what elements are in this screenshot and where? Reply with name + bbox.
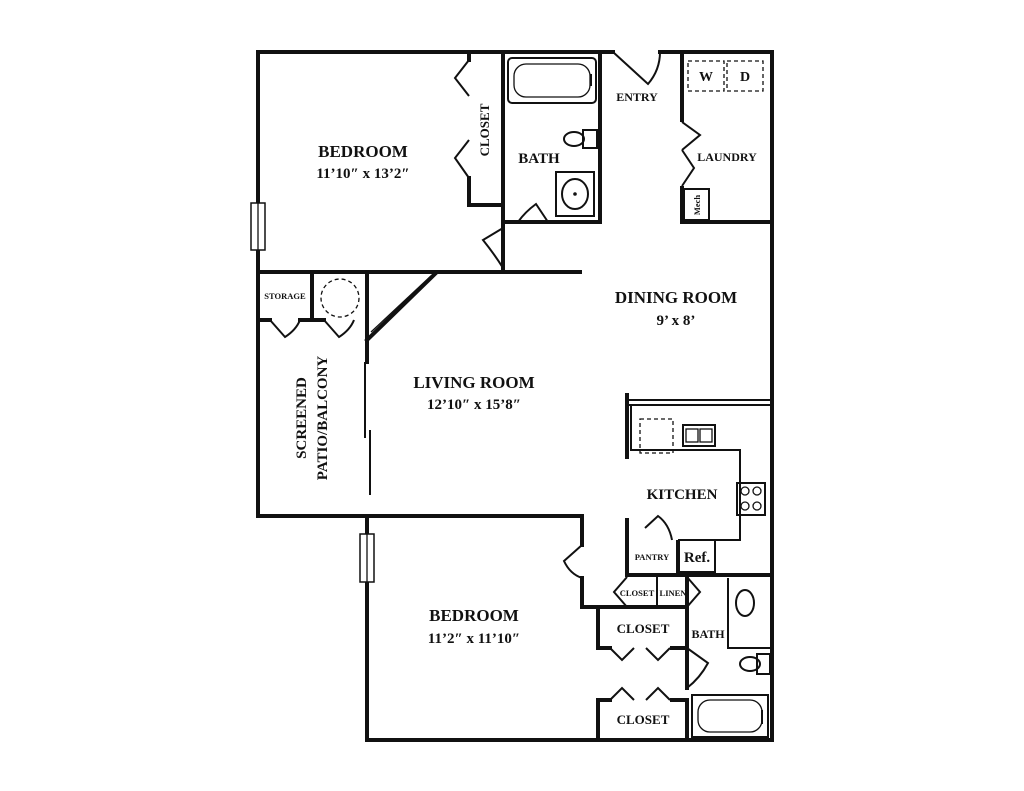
washer-label: W bbox=[699, 70, 713, 85]
entry-door bbox=[612, 51, 661, 86]
closet2-label: CLOSET bbox=[617, 621, 670, 636]
windows bbox=[250, 202, 375, 583]
closet3-label: CLOSET bbox=[617, 712, 670, 727]
closet-small-label: CLOSET bbox=[620, 588, 655, 598]
bedroom2-name: BEDROOM bbox=[429, 606, 519, 625]
mech-label: Mech bbox=[692, 195, 702, 216]
dining-dims: 9’ x 8’ bbox=[657, 313, 696, 329]
storage-label: STORAGE bbox=[264, 291, 306, 301]
dining-name: DINING ROOM bbox=[615, 288, 737, 307]
kitchen-label: KITCHEN bbox=[647, 487, 718, 503]
closet1-doors bbox=[453, 59, 470, 179]
kitchen-walls bbox=[625, 393, 774, 577]
pantry-label: PANTRY bbox=[635, 552, 670, 562]
dryer-label: D bbox=[740, 70, 750, 85]
entry-label: ENTRY bbox=[616, 90, 658, 104]
closet1-label: CLOSET bbox=[477, 103, 492, 156]
living-dims: 12’10″ x 15’8″ bbox=[427, 397, 521, 413]
living-name: LIVING ROOM bbox=[413, 373, 534, 392]
bath1-label: BATH bbox=[518, 151, 560, 167]
patio-line2: PATIO/BALCONY bbox=[315, 356, 331, 481]
bath2-label: BATH bbox=[691, 627, 725, 641]
bath2-fixtures bbox=[691, 578, 771, 738]
fridge-label: Ref. bbox=[684, 550, 710, 566]
bedroom2-walls bbox=[365, 514, 710, 742]
bedroom1-name: BEDROOM bbox=[318, 142, 408, 161]
bath1-fixtures bbox=[507, 57, 598, 217]
bedroom2-dims: 11’2″ x 11’10″ bbox=[428, 631, 520, 647]
laundry-label: LAUNDRY bbox=[697, 150, 757, 164]
bath1-door bbox=[517, 202, 549, 223]
storage-walls bbox=[256, 270, 502, 364]
bedroom1-dims: 11’10″ x 13’2″ bbox=[316, 166, 409, 182]
linen-label: LINEN bbox=[660, 588, 688, 598]
patio-line1: SCREENED bbox=[294, 377, 310, 459]
laundry-walls bbox=[680, 50, 774, 224]
bedroom1-door bbox=[481, 227, 504, 269]
bedroom1-walls bbox=[256, 50, 602, 274]
